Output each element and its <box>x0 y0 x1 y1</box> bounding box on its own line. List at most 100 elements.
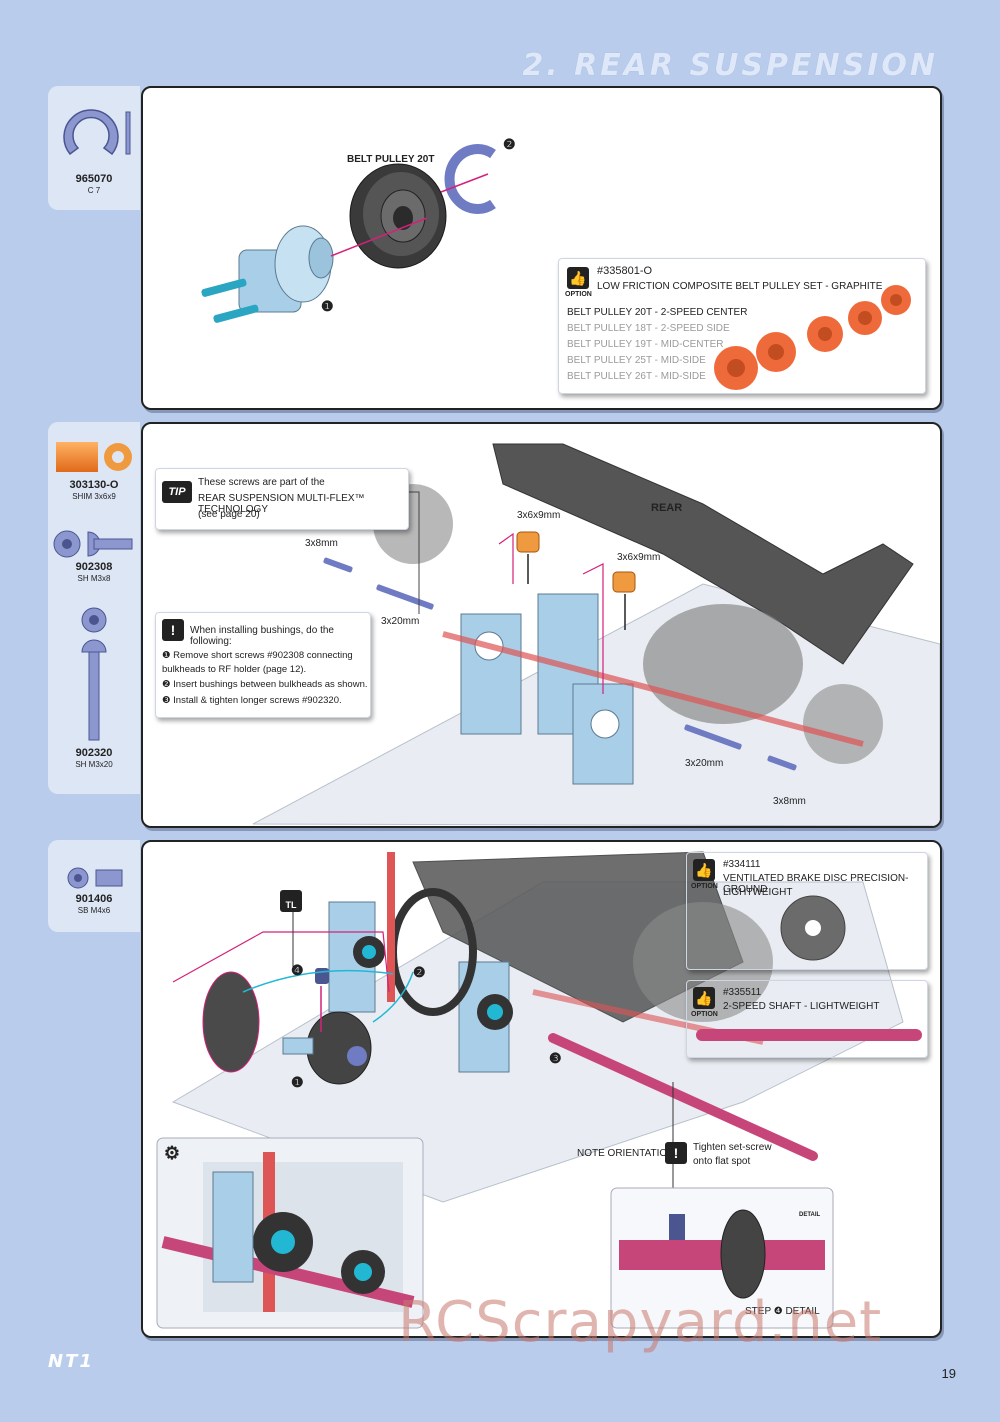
screw-c <box>684 724 742 750</box>
part-965070: 965070 C 7 <box>48 174 140 196</box>
tip-badge: TIP <box>162 481 192 503</box>
detail-label: STEP ❹ DETAIL <box>745 1306 820 1317</box>
parts-sidebar-2: 303130-O SHIM 3x6x9 902308 SH M3x8 90232… <box>48 422 140 794</box>
option-shaft-title: 2-SPEED SHAFT - LIGHTWEIGHT <box>723 1001 880 1012</box>
label-screw-d: 3x8mm <box>773 796 806 807</box>
callout-1: ❶ <box>291 1074 304 1090</box>
part-code: 303130-O <box>69 479 119 491</box>
part-code: 902308 <box>75 561 113 573</box>
section-title: 2. REAR SUSPENSION <box>522 48 938 83</box>
step-2-panel: TIP These screws are part of the REAR SU… <box>141 422 942 828</box>
bulkheads <box>460 593 634 785</box>
setscrew-line-1: Tighten set-screw <box>693 1142 772 1153</box>
option-box-brake-disc: 👍 OPTION #334111 VENTILATED BRAKE DISC P… <box>686 852 928 970</box>
thumbs-up-icon: 👍 <box>567 267 589 289</box>
option-title: LOW FRICTION COMPOSITE BELT PULLEY SET -… <box>597 281 883 292</box>
callout-2: ❷ <box>413 964 426 980</box>
detail-badge: DETAIL <box>799 1212 821 1218</box>
gears-check-icon: ⚙ <box>163 1143 181 1163</box>
label-screw-a: 3x8mm <box>305 538 338 549</box>
thumbs-up-icon: 👍 <box>693 987 715 1009</box>
set-screw <box>315 968 329 984</box>
option-badge: OPTION <box>691 883 718 890</box>
screw-d <box>767 755 797 771</box>
option-box-pulley-set: 👍 OPTION #335801-O LOW FRICTION COMPOSIT… <box>558 258 926 394</box>
screw-m3x8-icon <box>53 530 133 558</box>
tip-line-2: REAR SUSPENSION MULTI-FLEX™ TECHNOLOGY <box>198 493 365 515</box>
e-clip <box>444 144 496 214</box>
option-item-5: BELT PULLEY 26T - MID-SIDE <box>567 371 706 382</box>
option-disc-line-1: VENTILATED BRAKE DISC PRECISION-GROUND <box>723 873 909 895</box>
option-disc-line-2: LIGHTWEIGHT <box>723 887 793 898</box>
part-902320: 902320 SH M3x20 <box>48 748 140 770</box>
page-number: 19 <box>941 1366 956 1381</box>
belt-pulley-20t <box>349 163 447 269</box>
parts-sidebar-1: 965070 C 7 <box>48 86 140 210</box>
step-1-illustration <box>201 144 911 390</box>
option-badge: OPTION <box>691 1011 718 1018</box>
part-303130-o: 303130-O SHIM 3x6x9 <box>48 480 140 502</box>
option-badge: OPTION <box>565 291 592 298</box>
option-box-shaft: 👍 OPTION #335511 2-SPEED SHAFT - LIGHTWE… <box>686 980 928 1058</box>
parts-sidebar-3: 901406 SB M4x6 <box>48 840 140 932</box>
nt1-logo: NT1 <box>48 1351 94 1372</box>
thumbs-up-icon: 👍 <box>693 859 715 881</box>
callout-3: ❸ <box>549 1050 562 1066</box>
label-screw-b: 3x20mm <box>381 616 420 627</box>
belt-pulley-label: BELT PULLEY 20T <box>347 154 435 165</box>
callout-2: ❷ <box>503 136 516 152</box>
part-desc: SHIM 3x6x9 <box>72 492 116 501</box>
tl-badge: TL <box>280 890 302 912</box>
rear-label: REAR <box>651 502 683 514</box>
watermark: RCScrapyard.net <box>398 1290 883 1355</box>
warning-step-3: ❸ Install & tighten longer screws #90232… <box>162 695 342 706</box>
step-3-illustration <box>156 851 922 1329</box>
tip-box: TIP These screws are part of the REAR SU… <box>155 468 409 530</box>
e-clip-icon <box>63 109 131 156</box>
part-code: 902320 <box>75 747 113 759</box>
tip-line-1: These screws are part of the <box>198 477 325 488</box>
part-901406: 901406 SB M4x6 <box>48 894 140 916</box>
option-item-3: BELT PULLEY 19T - MID-CENTER <box>567 339 724 350</box>
two-speed-shaft <box>548 1033 818 1161</box>
option-item-1: BELT PULLEY 20T - 2-SPEED CENTER <box>567 307 748 318</box>
screw-b <box>376 584 434 610</box>
part-desc: SH M3x20 <box>75 760 113 769</box>
part-desc: C 7 <box>87 186 101 195</box>
shim-a <box>516 531 540 553</box>
part-code: 901406 <box>75 893 113 905</box>
step-3-panel: TL ❶ ❷ ❸ ❹ ⚙ 👍 OPTION #334111 VENTILATED… <box>141 840 942 1338</box>
option-part-no: #335801-O <box>597 265 653 277</box>
option-item-4: BELT PULLEY 25T - MID-SIDE <box>567 355 706 366</box>
brake-disc <box>202 971 260 1073</box>
label-shim-a: 3x6x9mm <box>517 510 561 521</box>
label-shim-b: 3x6x9mm <box>617 552 661 563</box>
part-desc: SB M4x6 <box>77 906 111 915</box>
shim-b <box>612 571 636 593</box>
warning-title: When installing bushings, do the followi… <box>190 625 334 647</box>
screw-m3x20-icon <box>81 607 107 741</box>
part-code: 965070 <box>75 173 113 185</box>
option-shaft-part-no: #335511 <box>723 987 762 998</box>
shim-icon <box>56 442 132 472</box>
setscrew-line-2: onto flat spot <box>693 1156 751 1167</box>
step-1-panel: BELT PULLEY 20T ❶ ❷ 👍 OPTION #335801-O L… <box>141 86 942 410</box>
rear-hub <box>201 225 334 323</box>
part-902308: 902308 SH M3x8 <box>48 562 140 584</box>
callout-4: ❹ <box>291 962 304 978</box>
warning-icon: ! <box>665 1142 687 1164</box>
warning-step-2: ❷ Insert bushings between bulkheads as s… <box>162 679 368 690</box>
label-screw-c: 3x20mm <box>685 758 724 769</box>
step-2-illustration <box>252 443 940 826</box>
option-item-2: BELT PULLEY 18T - 2-SPEED SIDE <box>567 323 730 334</box>
detail-inset <box>610 1187 834 1329</box>
option-pulleys <box>714 285 911 390</box>
tip-line-3: (see page 20) <box>198 509 260 520</box>
callout-1: ❶ <box>321 298 334 314</box>
screw-a <box>323 557 353 573</box>
note-orientation: NOTE ORIENTATION <box>577 1148 675 1159</box>
screw-m4x6-icon <box>67 867 123 889</box>
warning-icon: ! <box>162 619 184 641</box>
assembled-inset <box>156 1137 424 1329</box>
warning-step-1: ❶ Remove short screws #902308 connecting… <box>162 650 353 675</box>
